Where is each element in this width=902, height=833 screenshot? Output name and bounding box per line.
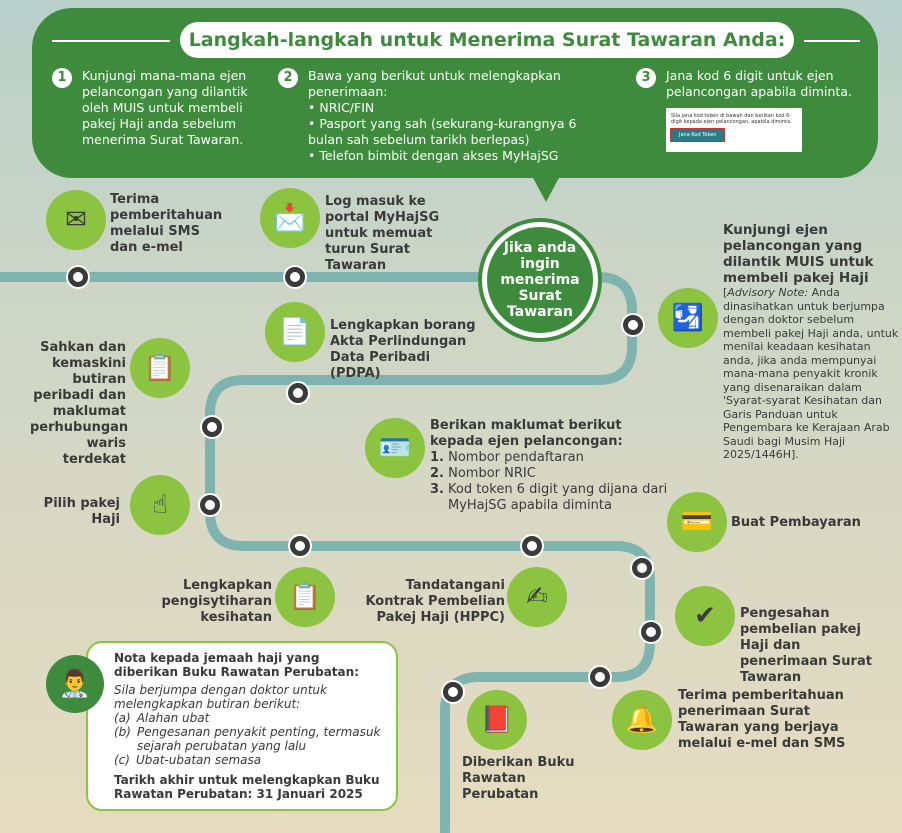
payment-card-icon: 💳: [667, 492, 727, 552]
step-hppc: Tandatangani Kontrak Pembelian Pakej Haj…: [365, 578, 505, 625]
step-sms: Terima pemberitahuan melalui SMS dan e-m…: [110, 192, 223, 255]
step-1-text: Kunjungi mana-mana ejen pelancongan yang…: [82, 68, 248, 147]
step-marker: [285, 267, 305, 287]
step-marker: [288, 383, 308, 403]
step-marker: [522, 536, 542, 556]
step-marker: [632, 558, 652, 578]
step-confirm: Pengesahan pembelian pakej Haji dan pene…: [740, 606, 872, 685]
callout-tail: [532, 176, 560, 202]
confirmation-icon: ✔: [675, 586, 735, 646]
page-title: Langkah-langkah untuk Menerima Surat Taw…: [180, 22, 794, 58]
step-marker: [443, 682, 463, 702]
medical-book-note: Nota kepada jemaah haji yang diberikan B…: [86, 641, 398, 811]
step-pdpa: Lengkapkan borang Akta Perlindungan Data…: [330, 318, 476, 381]
profile-form-icon: 📋: [130, 338, 190, 398]
step-give-info: Berikan maklumat berikut kepada ejen pel…: [430, 418, 668, 513]
document-icon: 📄: [265, 302, 325, 362]
step-book: Diberikan Buku Rawatan Perubatan: [462, 755, 575, 802]
step-marker: [641, 622, 661, 642]
step-choose: Pilih pakej Haji: [43, 496, 120, 527]
doctor-icon: 👨‍⚕️: [46, 655, 104, 713]
step-marker: [590, 667, 610, 687]
mail-open-icon: 📩: [260, 188, 320, 248]
generate-token-button: Jana Kod Token: [669, 128, 726, 142]
health-clipboard-icon: 📋: [275, 567, 335, 627]
step-marker: [202, 417, 222, 437]
step-number: 2: [278, 68, 298, 88]
step-2: Bawa yang berikut untuk melengkapkan pen…: [308, 68, 608, 164]
step-marker: [68, 267, 88, 287]
step-marker: [290, 536, 310, 556]
step-notify: Terima pemberitahuan penerimaan Surat Ta…: [678, 688, 846, 751]
step-health: Lengkapkan pengisytiharan kesihatan: [161, 578, 273, 625]
step-marker: [200, 495, 220, 515]
step-number: 1: [52, 68, 72, 88]
step-number: 3: [636, 68, 656, 88]
envelope-icon: ✉: [46, 190, 106, 250]
sign-contract-icon: ✍: [507, 567, 567, 627]
token-screenshot: Sila jana kod token di bawah dan berikan…: [666, 108, 802, 152]
passport-icon: 🛂: [658, 288, 718, 348]
step-login: Log masuk ke portal MyHajSG untuk memuat…: [325, 194, 440, 273]
medical-book-icon: 📕: [467, 690, 527, 750]
step-3-text: Jana kod 6 digit untuk ejen pelancongan …: [666, 68, 852, 99]
step-visit-agent: Kunjungi ejen pelancongan yang dilantik …: [723, 222, 899, 461]
select-package-icon: ☝: [130, 475, 190, 535]
instructions-panel: Langkah-langkah untuk Menerima Surat Taw…: [32, 8, 878, 178]
step-update: Sahkan dan kemaskini butiran peribadi da…: [30, 340, 129, 467]
id-card-icon: 🪪: [365, 418, 425, 478]
start-hub: Jika anda ingin menerima Surat Tawaran: [482, 222, 598, 338]
bell-icon: 🔔: [612, 690, 672, 750]
step-pay: Buat Pembayaran: [731, 515, 861, 530]
step-marker: [623, 315, 643, 335]
